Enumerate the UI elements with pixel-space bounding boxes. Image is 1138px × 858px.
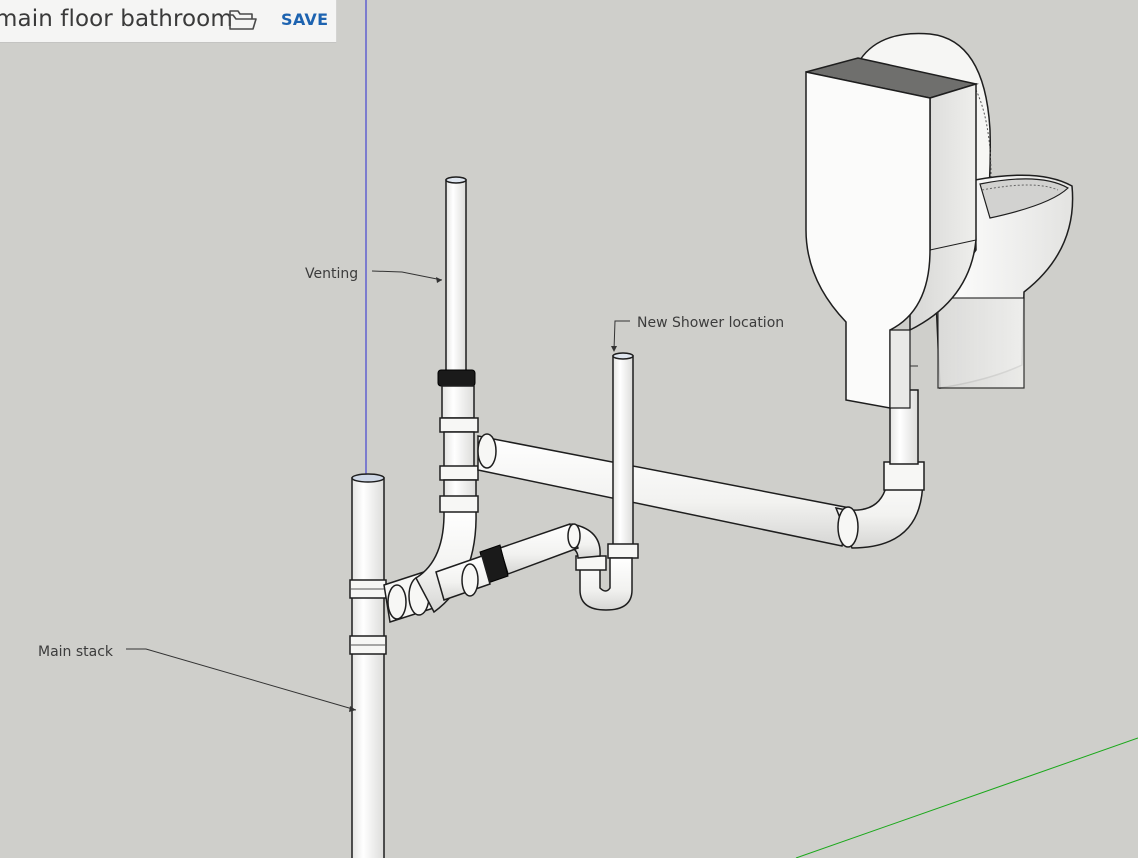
new-shower-callout[interactable]: New Shower location [611, 315, 784, 352]
venting-label: Venting [305, 266, 358, 282]
main-stack-callout[interactable]: Main stack [38, 644, 357, 712]
toilet-drain-pipe[interactable] [477, 389, 925, 549]
green-axis-line [795, 737, 1138, 858]
file-name[interactable]: main floor bathroom [0, 6, 233, 32]
save-button[interactable]: SAVE [281, 10, 329, 29]
new-shower-label: New Shower location [637, 315, 784, 331]
vent-pipe[interactable] [437, 176, 479, 513]
file-title-bar: main floor bathroom SAVE [0, 0, 337, 43]
main-stack-pipe[interactable] [349, 473, 387, 858]
toilet-model[interactable] [805, 32, 1074, 409]
venting-callout[interactable]: Venting [305, 266, 443, 283]
trap-arm-pipe[interactable] [435, 523, 581, 601]
shower-trap-pipe[interactable] [565, 352, 639, 611]
folder-open-icon[interactable] [226, 6, 260, 34]
main-stack-label: Main stack [38, 644, 114, 660]
